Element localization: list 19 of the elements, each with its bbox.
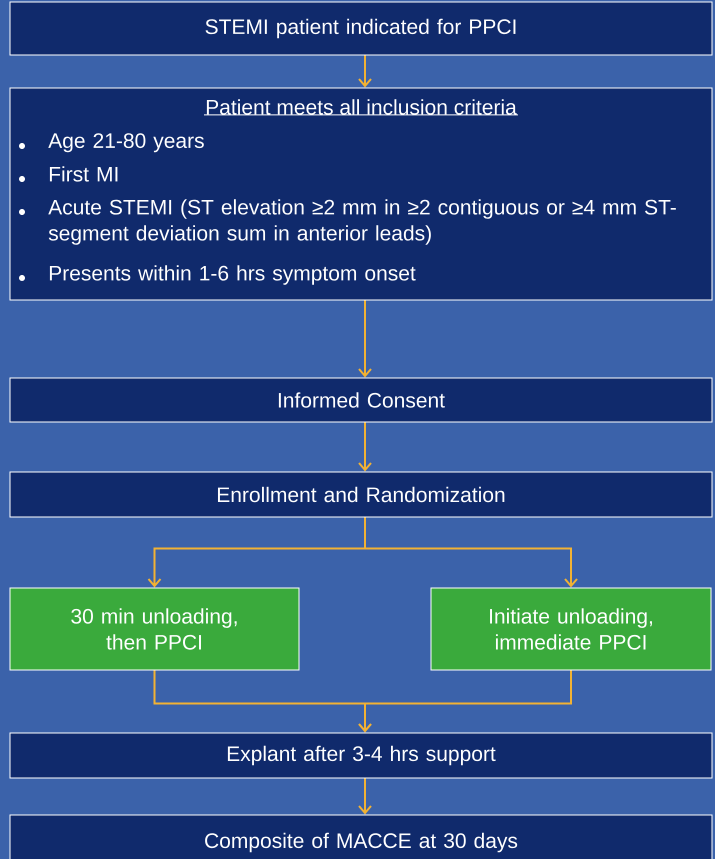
- arrow: [358, 56, 372, 88]
- arrow: [358, 422, 372, 472]
- step-box: STEMI patient indicated for PPCI: [10, 2, 712, 56]
- step-box: Composite of MACCE at 30 days: [10, 814, 712, 859]
- step-box: Enrollment and Randomization: [10, 472, 712, 518]
- step-box: Explant after 3-4 hrs support: [10, 732, 712, 778]
- treatment-box: Initiate unloading, immediate PPCI: [430, 588, 712, 670]
- criteria-box: [10, 88, 712, 300]
- arrow: [358, 778, 372, 815]
- arrow: [358, 670, 572, 733]
- criterion: Presents within 1-6 hrs symptom onset: [50, 265, 416, 285]
- treatment-box: 30 min unloading, then PPCI: [10, 588, 300, 670]
- heading: Patient meets all inclusion criteria: [203, 99, 519, 116]
- arrow: [364, 518, 578, 588]
- criterion: Acute STEMI (ST elevation ≥2 mm in ≥2 contiguous or ≥4 mm ST-segment deviation sum in anterior leads): [48, 199, 676, 245]
- arrow: [358, 300, 372, 378]
- step-box: Informed Consent: [10, 378, 712, 422]
- criterion: Age 21-80 years: [48, 133, 204, 152]
- criterion: First MI: [50, 166, 118, 182]
